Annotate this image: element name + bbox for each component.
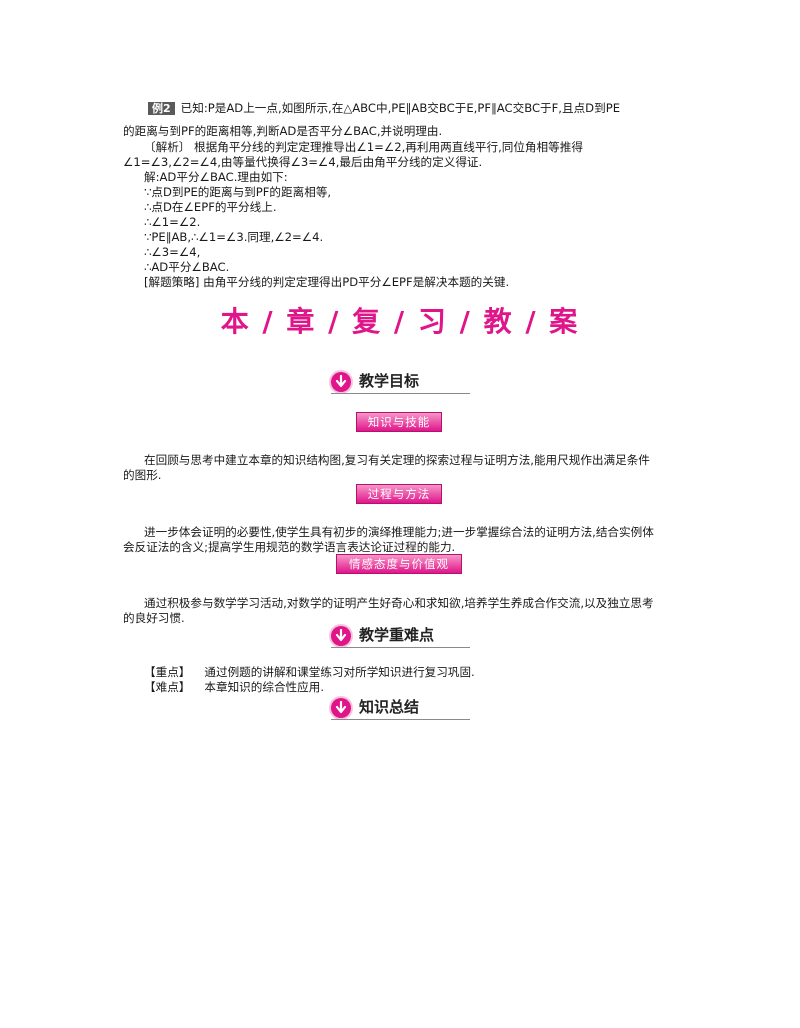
solution-line-7: ∴AD平分∠BAC. — [144, 260, 230, 274]
solution-line-5: ∵PE∥AB,∴∠1=∠3.同理,∠2=∠4. — [144, 230, 324, 244]
section-goals-rule — [331, 393, 470, 394]
analysis-line-1: 〔解析〕 根据角平分线的判定定理推导出∠1=∠2,再利用两直线平行,同位角相等推… — [144, 140, 583, 154]
section-keypoints-rule — [331, 647, 470, 648]
example-line-2: 的距离与到PF的距离相等,判断AD是否平分∠BAC,并说明理由. — [123, 124, 443, 138]
section-goals-title: 教学目标 — [359, 372, 420, 390]
down-arrow-icon — [331, 626, 351, 646]
pill-skills: 知识与技能 — [356, 412, 442, 432]
strategy-line: [解题策略] 由角平分线的判定定理得出PD平分∠EPF是解决本题的关键. — [144, 275, 510, 289]
solution-line-4: ∴∠1=∠2. — [144, 215, 201, 229]
example-badge: 例2 — [148, 102, 175, 115]
difficulty-text: 本章知识的综合性应用. — [204, 680, 325, 694]
section-goals-heading: 教学目标 — [325, 372, 470, 394]
example-line-1: 例2 已知:P是AD上一点,如图所示,在△ABC中,PE∥AB交BC于E,PF∥A… — [148, 101, 620, 115]
keypoint-text: 通过例题的讲解和课堂练习对所学知识进行复习巩固. — [204, 665, 475, 679]
section-summary-heading: 知识总结 — [325, 698, 470, 720]
attitude-paragraph-line-1: 通过积极参与数学学习活动,对数学的证明产生好奇心和求知欲,培养学生养成合作交流,… — [144, 596, 654, 610]
solution-line-2: ∵点D到PE的距离与到PF的距离相等, — [144, 185, 332, 199]
attitude-paragraph-line-2: 的良好习惯. — [123, 611, 185, 625]
skills-paragraph-line-1: 在回顾与思考中建立本章的知识结构图,复习有关定理的探索过程与证明方法,能用尺规作… — [144, 453, 650, 467]
section-keypoints-heading: 教学重难点 — [325, 626, 470, 648]
process-paragraph-line-2: 会反证法的含义;提高学生用规范的数学语言表达论证过程的能力. — [123, 540, 456, 554]
down-arrow-icon — [331, 372, 351, 392]
section-keypoints-title: 教学重难点 — [359, 626, 435, 644]
keypoint-row: 【重点】通过例题的讲解和课堂练习对所学知识进行复习巩固. — [144, 665, 475, 679]
down-arrow-icon — [331, 698, 351, 718]
solution-line-3: ∴点D在∠EPF的平分线上. — [144, 200, 277, 214]
difficulty-label: 【难点】 — [144, 680, 191, 694]
pill-attitude: 情感态度与价值观 — [336, 554, 462, 574]
difficulty-row: 【难点】本章知识的综合性应用. — [144, 680, 324, 694]
section-summary-title: 知识总结 — [359, 698, 420, 716]
section-summary-rule — [331, 719, 470, 720]
process-paragraph-line-1: 进一步体会证明的必要性,使学生具有初步的演绎推理能力;进一步掌握综合法的证明方法… — [144, 525, 654, 539]
solution-line-1: 解:AD平分∠BAC.理由如下: — [144, 170, 288, 184]
keypoint-label: 【重点】 — [144, 665, 191, 679]
analysis-line-2: ∠1=∠3,∠2=∠4,由等量代换得∠3=∠4,最后由角平分线的定义得证. — [123, 155, 483, 169]
solution-line-6: ∴∠3=∠4, — [144, 245, 201, 259]
example-text-1: 已知:P是AD上一点,如图所示,在△ABC中,PE∥AB交BC于E,PF∥AC交… — [180, 101, 621, 115]
pill-process: 过程与方法 — [356, 484, 442, 504]
chapter-title: 本 / 章 / 复 / 习 / 教 / 案 — [220, 305, 580, 338]
skills-paragraph-line-2: 的图形. — [123, 468, 162, 482]
